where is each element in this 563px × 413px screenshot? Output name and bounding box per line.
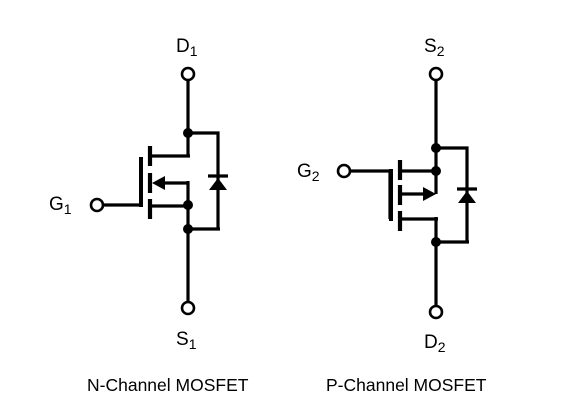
n-drain-terminal (180, 66, 196, 82)
p-gate-label: G2 (297, 161, 320, 184)
n-gate-terminal (89, 197, 105, 213)
p-source-terminal (428, 66, 444, 82)
p-gate-lead (350, 169, 392, 219)
p-junction-dot-drain (431, 237, 441, 247)
n-junction-dot-body (183, 200, 193, 210)
p-drain-terminal (428, 304, 444, 320)
n-body-arrow-icon (152, 176, 165, 190)
n-channel-caption: N-Channel MOSFET (87, 375, 249, 395)
p-source-subscript: 2 (437, 43, 445, 59)
n-gate-letter: G (49, 194, 64, 215)
n-gate-subscript: 1 (64, 201, 72, 217)
n-gate-label: G1 (49, 194, 72, 217)
p-body-arrow-icon (423, 187, 436, 201)
n-source-subscript: 1 (189, 336, 197, 352)
n-drain-letter: D (176, 36, 190, 57)
n-source-label: S1 (176, 329, 197, 352)
n-drain-label: D1 (176, 36, 198, 59)
p-junction-dot-body (431, 166, 441, 176)
p-drain-subscript: 2 (438, 339, 446, 355)
n-drain-to-diode (186, 131, 220, 229)
p-drain-letter: D (424, 332, 438, 353)
n-drain-subscript: 1 (190, 43, 198, 59)
p-source-letter: S (424, 36, 437, 57)
p-drain-label: D2 (424, 332, 446, 355)
n-channel-mosfet-symbol: D1 (49, 36, 249, 395)
n-junction-dot-drain (183, 128, 193, 138)
p-source-label: S2 (424, 36, 445, 59)
p-channel-mosfet-symbol: S2 (297, 36, 487, 395)
p-gate-subscript: 2 (312, 168, 320, 184)
n-source-letter: S (176, 329, 189, 350)
p-gate-letter: G (297, 161, 312, 182)
p-channel-caption: P-Channel MOSFET (326, 375, 487, 395)
p-gate-terminal (336, 163, 352, 179)
n-junction-dot-source (183, 224, 193, 234)
p-junction-dot-source (431, 143, 441, 153)
p-source-to-diode (434, 146, 469, 242)
p-body-diode-icon (458, 191, 476, 203)
n-body-diode-icon (209, 178, 227, 190)
n-source-terminal (180, 300, 196, 316)
